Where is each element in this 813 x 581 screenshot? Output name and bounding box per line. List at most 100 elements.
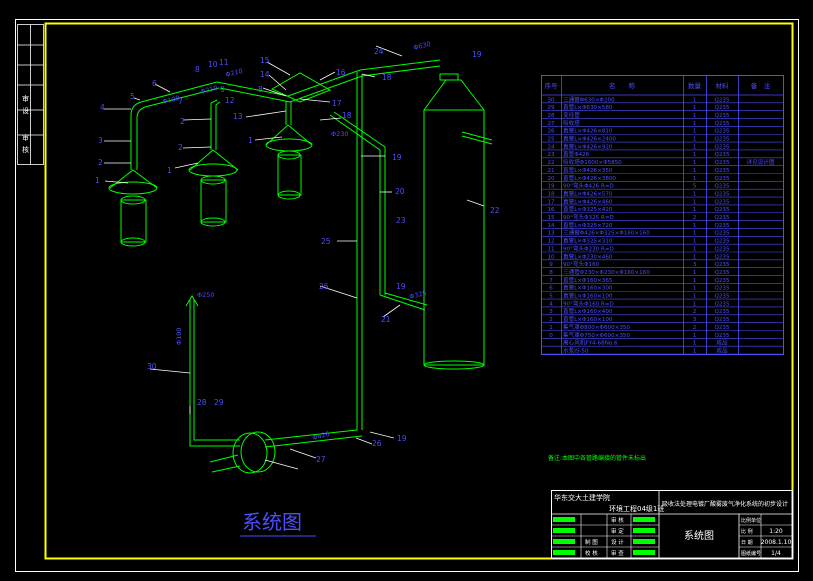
table-cell: 1 — [693, 144, 697, 150]
pipe-top-run — [359, 59, 441, 77]
callout-8: 8 — [258, 85, 263, 94]
table-cell: 1 — [693, 113, 697, 119]
table-cell: 4 — [549, 301, 553, 307]
table-cell: 1 — [693, 286, 697, 292]
table-cell: 1 — [693, 152, 697, 158]
callout-18: 18 — [382, 73, 392, 82]
table-cell: 直管L×Φ230×460 — [563, 252, 613, 260]
table-cell: 成品 — [716, 346, 728, 354]
table-cell: Q235 — [714, 199, 730, 205]
signature-bar — [553, 539, 575, 544]
callout-22: 22 — [490, 206, 500, 215]
table-cell: 29 — [547, 105, 555, 111]
callout-5: 5 — [130, 92, 135, 101]
signature-bar — [633, 550, 655, 555]
title-block-info-label: 日 期 — [741, 540, 753, 546]
table-cell: Q235 — [714, 168, 730, 174]
table-cell: 成品 — [716, 339, 728, 347]
table-cell: 5 — [549, 294, 553, 300]
collection-hood-3 — [265, 124, 313, 200]
table-cell: Q235 — [714, 137, 730, 143]
title-block-info-label: 比 例 — [741, 528, 753, 535]
title-block-row-label: 审 核 — [611, 516, 624, 524]
side-tab-1: 审 — [22, 94, 29, 103]
exhaust-arrow — [185, 295, 199, 307]
table-cell: 直管L×Φ325×310 — [563, 237, 613, 245]
callout-20: 20 — [395, 187, 405, 196]
table-cell: Q235 — [714, 309, 730, 315]
table-cell: Q235 — [714, 278, 730, 284]
table-cell: 1 — [693, 246, 697, 252]
table-cell: 直管L×Φ325×420 — [563, 205, 613, 213]
title-block: 华东交大土建学院环境工程04级1班吸收法处理电镀厂酸雾废气净化系统的初步设计系统… — [551, 490, 793, 559]
table-cell: 2 — [693, 215, 697, 221]
table-cell: Q235 — [714, 129, 730, 135]
table-note: 备注:本图中各管路编接的管件未标出 — [548, 454, 646, 462]
table-cell: 1 — [693, 176, 697, 182]
table-cell: 14 — [547, 223, 555, 229]
table-cell: Q235 — [714, 215, 730, 221]
table-cell: 2 — [549, 317, 553, 323]
table-cell: 7 — [549, 278, 553, 284]
callout-16: 16 — [336, 68, 346, 77]
callout-10: 10 — [208, 60, 218, 69]
title-block-row-left: 制 图 — [585, 538, 598, 546]
table-cell: 直管L×Φ160×365 — [563, 276, 613, 284]
dimension-d3: Φ230 — [331, 130, 349, 138]
table-cell: 1 — [693, 168, 697, 174]
table-cell: 直管L×Φ325×720 — [563, 221, 613, 229]
table-cell: 1 — [693, 191, 697, 197]
parts-table-header: 序号 — [545, 81, 559, 90]
callout-19: 19 — [472, 50, 482, 59]
parts-table-header: 备 注 — [751, 81, 771, 90]
table-cell: 1 — [693, 239, 697, 245]
table-cell: 1 — [693, 231, 697, 237]
callout-12: 12 — [225, 96, 235, 105]
table-cell: 直管Φ426 — [563, 150, 590, 158]
table-cell: Q235 — [714, 160, 730, 166]
pipe-branch-3 — [285, 101, 292, 125]
title-block-drawing-name: 系统图 — [684, 529, 714, 542]
table-cell: Q235 — [714, 254, 730, 260]
callout-13: 13 — [233, 112, 243, 121]
side-tab-2: 设 — [22, 106, 29, 115]
table-cell: 变径管 — [563, 111, 580, 119]
pipe-main-riser — [356, 72, 363, 430]
title-block-row-label: 设 计 — [611, 538, 624, 546]
dimension-d8: Φ100 — [175, 327, 183, 345]
callout-2: 2 — [178, 143, 183, 152]
callout-19: 19 — [396, 282, 406, 291]
title-block-info-value: 2008.1.10 — [761, 539, 792, 546]
table-cell: 1 — [549, 325, 553, 331]
drawing-big-title: 系统图 — [242, 510, 302, 534]
table-cell: 17 — [547, 199, 555, 205]
title-block-class: 环境工程04级1班 — [609, 504, 664, 513]
table-cell: 直管L×Φ630×580 — [563, 103, 613, 111]
callout-30: 30 — [147, 362, 157, 371]
table-cell: Q235 — [714, 231, 730, 237]
table-cell: 0 — [549, 333, 553, 339]
parts-table-header: 名 称 — [609, 81, 636, 90]
table-cell: 直管L×Φ160×100 — [563, 292, 613, 300]
table-cell: 直管L×Φ160×300 — [563, 284, 613, 292]
table-cell: 25 — [547, 137, 555, 143]
callout-21: 21 — [381, 315, 391, 324]
table-cell: Q235 — [714, 97, 730, 103]
callout-17: 17 — [332, 99, 342, 108]
table-cell: Q235 — [714, 333, 730, 339]
table-cell: 2 — [693, 325, 697, 331]
dimension-d7: Φ250 — [197, 291, 215, 299]
pipe-branch-1 — [130, 81, 220, 170]
table-cell: 吸收塔 — [563, 119, 580, 127]
callout-4: 4 — [100, 103, 105, 112]
table-cell: Q235 — [714, 246, 730, 252]
callout-11: 11 — [219, 58, 229, 67]
table-cell: 1 — [693, 129, 697, 135]
callout-23: 23 — [396, 216, 406, 225]
table-cell: 16 — [547, 207, 555, 213]
callout-14: 14 — [260, 70, 270, 79]
table-cell: 90°弯头Φ426 R=D — [563, 182, 614, 190]
table-cell: 1 — [693, 294, 697, 300]
table-cell: Q235 — [714, 239, 730, 245]
